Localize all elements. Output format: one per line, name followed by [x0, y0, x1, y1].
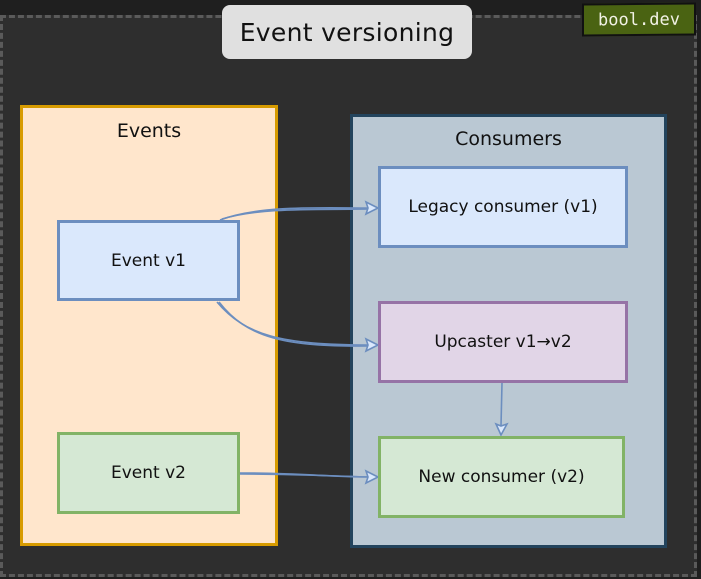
brand-badge: bool.dev: [582, 2, 696, 37]
node-legacy-consumer-label: Legacy consumer (v1): [408, 197, 598, 217]
diagram-title-text: Event versioning: [239, 17, 455, 47]
node-upcaster: Upcaster v1→v2: [378, 301, 628, 383]
node-event-v1: Event v1: [57, 220, 240, 301]
group-consumers-label: Consumers: [455, 128, 562, 150]
brand-text: bool.dev: [598, 9, 680, 30]
group-events-label: Events: [116, 120, 182, 142]
diagram-title: Event versioning: [222, 5, 472, 59]
node-new-consumer-label: New consumer (v2): [418, 467, 585, 487]
node-event-v2-label: Event v2: [111, 463, 186, 483]
node-event-v1-label: Event v1: [111, 250, 186, 271]
node-event-v2: Event v2: [57, 432, 240, 514]
node-new-consumer: New consumer (v2): [378, 436, 625, 518]
node-legacy-consumer: Legacy consumer (v1): [378, 166, 628, 248]
node-upcaster-label: Upcaster v1→v2: [434, 332, 572, 352]
